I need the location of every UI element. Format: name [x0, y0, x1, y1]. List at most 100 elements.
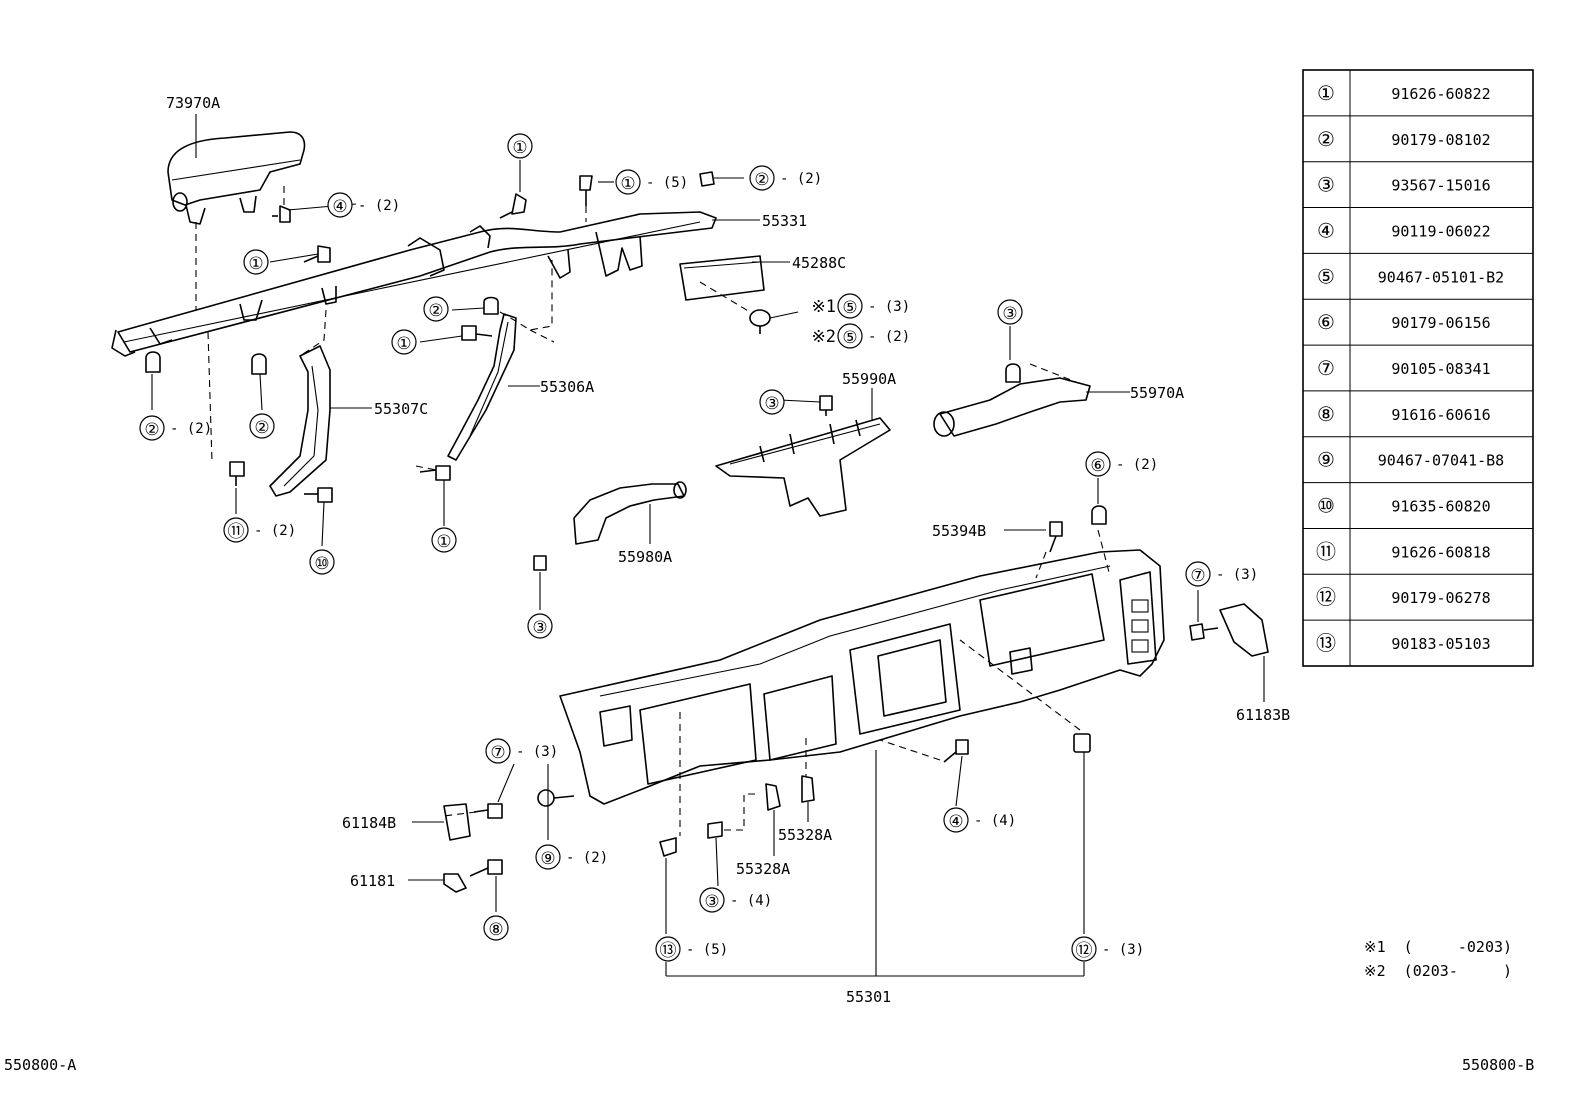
callout-c11: ⑩: [309, 549, 335, 575]
callout-circle: [431, 527, 457, 553]
label-73970A: 73970A: [166, 94, 220, 112]
callout-circle: [507, 133, 533, 159]
callout-circle: [1071, 936, 1097, 962]
callout-c7: ①: [391, 329, 417, 355]
callout-number: ①: [248, 254, 263, 274]
label-55394B: 55394B: [932, 522, 986, 540]
leader-lines: [151, 114, 1265, 977]
callout-circle: [535, 844, 561, 870]
callout-circle: [223, 517, 249, 543]
callout-number: ①: [436, 532, 451, 552]
callout-c1: ①: [507, 133, 533, 159]
callout-number: ②: [428, 301, 443, 321]
callout-quantity: - (4): [730, 893, 772, 909]
callout-number: ⑨: [540, 849, 555, 869]
table-row-part-number: 90119-06022: [1391, 222, 1490, 240]
callout-number: ⑦: [490, 743, 505, 763]
table-row-number: ⑦: [1317, 356, 1335, 380]
callout-c8: ②- (2): [139, 415, 212, 441]
callout-number: ⑩: [314, 554, 329, 574]
parts-table-frame: [1302, 69, 1534, 667]
callout-number: ⑧: [488, 920, 503, 940]
note-1: ※1 ( -0203): [1364, 938, 1512, 956]
callout-c5: ①: [243, 249, 269, 275]
table-row-part-number: 90105-08341: [1391, 360, 1490, 378]
callout-quantity: - (3): [1102, 942, 1144, 958]
callout-quantity: - (3): [868, 299, 910, 315]
callout-circle: [527, 613, 553, 639]
part-brace-55306A: [447, 313, 517, 461]
callout-number: ④: [332, 197, 347, 217]
callout-c23: ⑬- (5): [655, 936, 728, 962]
part-duct-55980A: [573, 481, 687, 545]
callout-number: ⑪: [228, 522, 245, 542]
table-row-part-number: 93567-15016: [1391, 177, 1490, 195]
callout-number: ②: [254, 418, 269, 438]
part-bracket-61184B: [443, 803, 471, 841]
callout-number: ③: [764, 394, 779, 414]
table-row-part-number: 90467-05101-B2: [1378, 268, 1504, 286]
label-61181: 61181: [350, 872, 395, 890]
callout-number: ⑤: [842, 328, 857, 348]
callout-quantity: - (5): [646, 175, 688, 191]
table-row-part-number: 90179-08102: [1391, 131, 1490, 149]
part-labels: 73970A 55331 45288C 55307C 55306A 55990A…: [166, 94, 1290, 1006]
part-cap-13: [659, 837, 677, 857]
table-row-number: ⑥: [1317, 310, 1335, 334]
callout-c20: ⑧: [483, 915, 509, 941]
callout-circle: [699, 887, 725, 913]
callout-c6: ②: [423, 296, 449, 322]
callout-c22: ④- (4): [943, 807, 1016, 833]
footer-left-code: 550800-A: [4, 1056, 76, 1074]
label-61183B: 61183B: [1236, 706, 1290, 724]
callout-quantity: - (2): [254, 523, 296, 539]
label-55331: 55331: [762, 212, 807, 230]
callout-circle: [485, 738, 511, 764]
label-55306A: 55306A: [540, 378, 594, 396]
table-row-number: ②: [1317, 127, 1335, 151]
callout-c19: ⑨- (2): [535, 844, 608, 870]
fasteners: [145, 171, 1219, 877]
callout-quantity: - (2): [868, 329, 910, 345]
callout-circle: [749, 165, 775, 191]
table-row-number: ⑫: [1316, 585, 1336, 609]
callout-c21: ③- (4): [699, 887, 772, 913]
callout-circle: [943, 807, 969, 833]
callout-circle: [1185, 561, 1211, 587]
assembly-lines: [195, 186, 1111, 836]
callout-number: ①: [620, 174, 635, 194]
table-row-number: ⑨: [1317, 448, 1335, 472]
footer: 550800-A 550800-B: [4, 1056, 1534, 1074]
part-bracket-61183B: [1219, 603, 1269, 657]
table-row-number: ③: [1317, 173, 1335, 197]
table-row-part-number: 91635-60820: [1391, 498, 1490, 516]
callout-c9: ②: [249, 413, 275, 439]
table-row-part-number: 91626-60818: [1391, 543, 1490, 561]
callout-quantity: - (4): [974, 813, 1016, 829]
table-row-part-number: 90183-05103: [1391, 635, 1490, 653]
callout-number: ⑦: [1190, 566, 1205, 586]
table-row-part-number: 90179-06278: [1391, 589, 1490, 607]
callout-c10: ⑪ - (2): [223, 517, 296, 543]
callout-quantity: - (2): [1116, 457, 1158, 473]
table-row-number: ⑧: [1317, 402, 1335, 426]
callout-c16: ⑥- (2): [1085, 451, 1158, 477]
notes: ※1 ( -0203) ※2 (0203- ): [1364, 938, 1512, 980]
callout-quantity: - (2): [170, 421, 212, 437]
label-55990A: 55990A: [842, 370, 896, 388]
callout-circle: [1085, 451, 1111, 477]
callout-circle: [655, 936, 681, 962]
label-55328A-2: 55328A: [736, 860, 790, 878]
table-row-part-number: 91616-60616: [1391, 406, 1490, 424]
label-55301: 55301: [846, 988, 891, 1006]
callout-circle: [327, 192, 353, 218]
callout-circle: [837, 323, 863, 349]
callout-circle: [997, 299, 1023, 325]
table-row-number: ⑤: [1317, 264, 1335, 288]
callout-circle: [837, 293, 863, 319]
part-clip-55328A: [765, 775, 815, 811]
callout-c15: ③: [997, 299, 1023, 325]
label-55980A: 55980A: [618, 548, 672, 566]
